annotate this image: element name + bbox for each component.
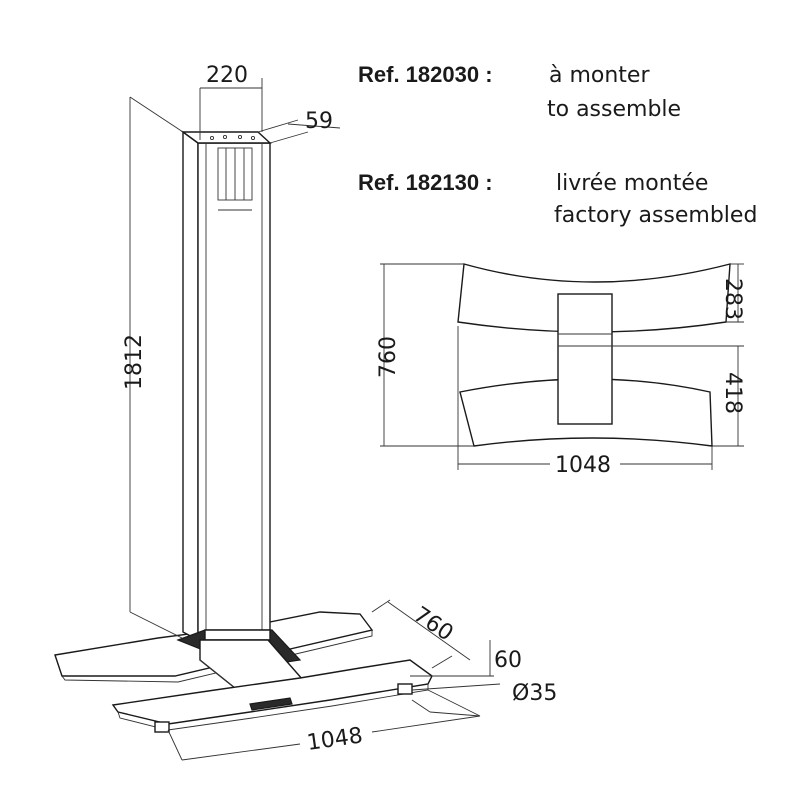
- ref-2-english: factory assembled: [554, 203, 757, 228]
- dim-base-width: 1048: [305, 723, 364, 756]
- top-dim-front-bar: 283: [720, 278, 745, 320]
- dim-foot-diameter: Ø35: [512, 681, 557, 706]
- foot-front-left: [154, 721, 170, 733]
- column-side-face: [182, 130, 199, 642]
- dim-base-depth: 760: [409, 602, 458, 646]
- dim-column-depth: 59: [305, 109, 333, 134]
- ref-2-code: Ref. 182130 :: [358, 170, 493, 195]
- ref-1-english: to assemble: [547, 97, 681, 122]
- dim-height: 1812: [122, 334, 147, 390]
- ref-1-code: Ref. 182030 :: [358, 62, 493, 87]
- dim-column-width: 220: [206, 63, 248, 88]
- top-view-column-plate: [557, 293, 613, 425]
- ref-2-french: livrée montée: [556, 171, 708, 196]
- stand-isometric-view: 220 59 1812 760 60 Ø35 1048: [54, 63, 557, 761]
- top-dim-depth: 760: [376, 336, 401, 378]
- foot-front-right: [397, 683, 413, 695]
- ref-1-french: à monter: [549, 63, 650, 88]
- reference-block: Ref. 182030 : à monter to assemble Ref. …: [358, 62, 757, 228]
- column-front-face: [197, 142, 271, 641]
- dim-foot-height: 60: [494, 648, 522, 673]
- top-view: 760 283 418 1048: [376, 263, 745, 478]
- top-dim-rear-bar: 418: [720, 372, 745, 414]
- top-dim-width: 1048: [555, 453, 611, 478]
